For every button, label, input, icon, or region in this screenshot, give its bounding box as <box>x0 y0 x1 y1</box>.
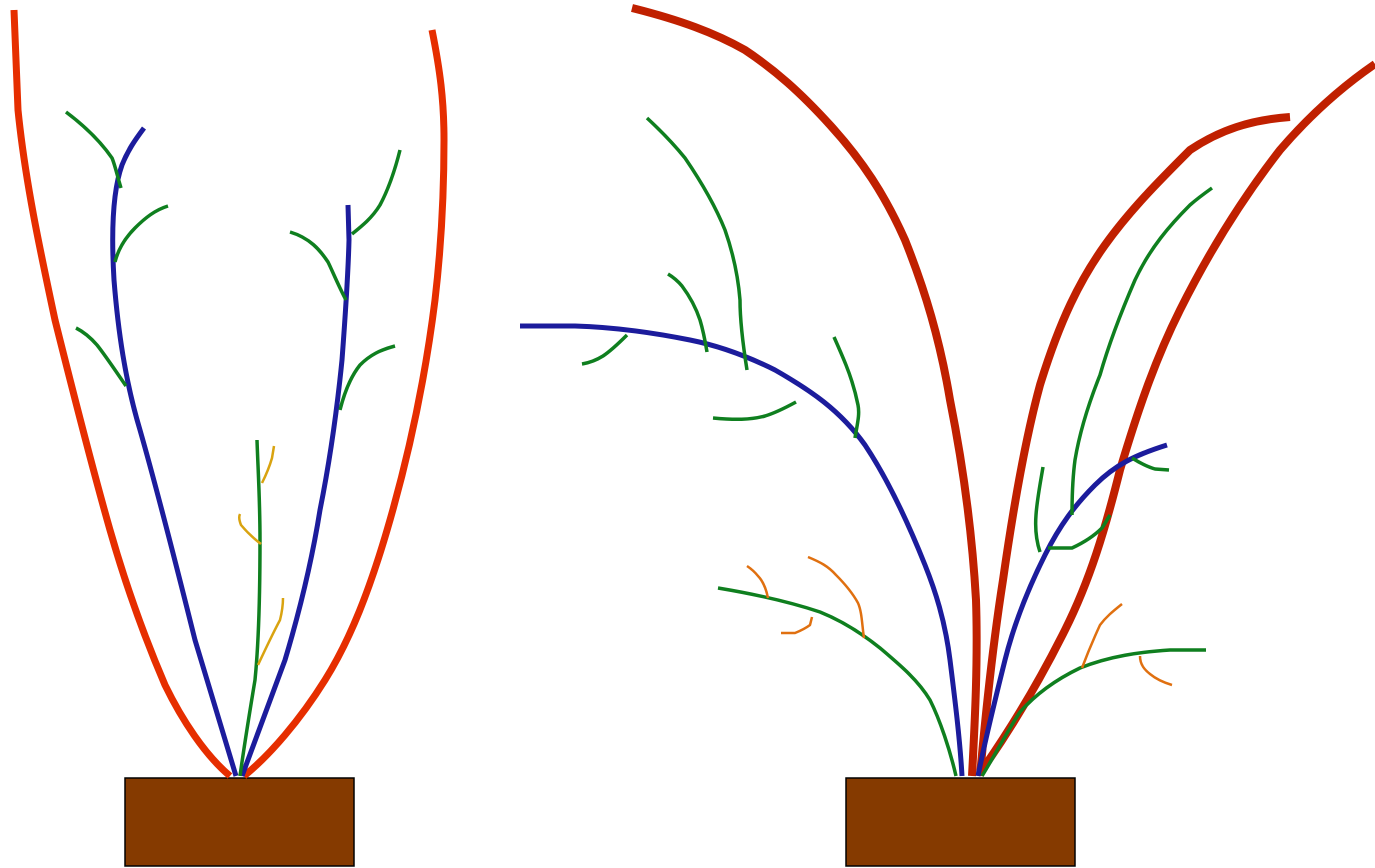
plant-right <box>520 4 1375 867</box>
branch-left-yellow-2 <box>238 513 262 545</box>
pot-right <box>845 777 1076 867</box>
branch-left-green-center <box>238 439 262 777</box>
pot-left <box>124 777 355 867</box>
branch-left-red-inner <box>241 29 448 779</box>
branch-left-green-4 <box>289 230 348 301</box>
branch-right-green-7 <box>832 336 861 439</box>
branch-left-green-3 <box>75 326 128 387</box>
branch-right-green-10 <box>1048 514 1112 550</box>
branch-left-yellow-1 <box>260 445 276 484</box>
branch-right-red-2 <box>976 113 1291 777</box>
branch-right-green-1 <box>717 586 958 777</box>
branch-right-green-2 <box>980 648 1206 777</box>
branch-left-green-2 <box>113 204 169 263</box>
branch-right-green-5 <box>581 333 629 366</box>
branch-left-green-5 <box>350 149 402 236</box>
branch-right-red-3 <box>978 60 1375 773</box>
branch-left-blue-2 <box>239 204 352 777</box>
branch-right-orange-1 <box>746 564 770 599</box>
branch-right-green-6 <box>712 400 797 422</box>
branch-right-red-1 <box>631 4 981 777</box>
branch-right-blue-1 <box>520 323 965 777</box>
plant-left <box>10 9 448 867</box>
branch-left-green-1 <box>64 110 123 189</box>
branch-left-green-6 <box>338 344 396 411</box>
branch-right-green-4 <box>667 272 709 353</box>
branch-right-orange-3 <box>781 616 814 635</box>
branch-right-green-11 <box>1131 456 1170 472</box>
branch-right-green-9 <box>1033 466 1045 553</box>
branch-right-orange-4 <box>1080 603 1123 669</box>
branch-right-orange-2 <box>807 555 866 639</box>
branch-right-blue-2 <box>975 442 1168 777</box>
branch-right-orange-5 <box>1138 655 1173 687</box>
branch-right-green-8 <box>1070 186 1214 516</box>
branch-left-red-outer <box>10 9 233 779</box>
branch-left-blue-1 <box>110 126 239 777</box>
branch-right-green-3 <box>645 116 749 371</box>
branch-left-yellow-3 <box>256 597 285 666</box>
